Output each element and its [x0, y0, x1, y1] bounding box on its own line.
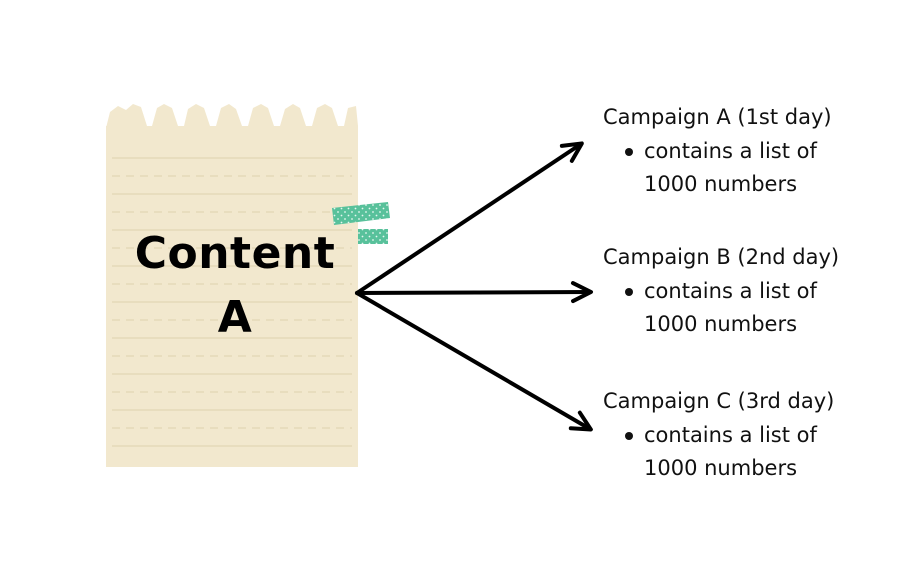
note-title-line-2: A: [217, 292, 253, 343]
note-title-line-1: Content: [134, 228, 336, 279]
campaign-c-title: Campaign C (3rd day): [603, 389, 835, 413]
campaign-c-detail: contains a list of 1000 numbers: [625, 419, 844, 485]
campaign-c-list: contains a list of 1000 numbers: [603, 419, 893, 485]
washi-tape: [332, 202, 390, 244]
arrow-to-campaign-b: [355, 281, 593, 304]
notepad-ruled-lines: [112, 157, 352, 447]
arrows: [355, 141, 593, 432]
campaign-b-title: Campaign B (2nd day): [603, 245, 840, 269]
campaign-c-block: Campaign C (3rd day) contains a list of …: [603, 386, 893, 485]
arrow-to-campaign-c: [355, 291, 593, 432]
campaign-a-detail: contains a list of 1000 numbers: [625, 135, 844, 201]
campaign-b-list: contains a list of 1000 numbers: [603, 275, 893, 341]
note-title: Content A: [106, 222, 364, 350]
campaign-a-block: Campaign A (1st day) contains a list of …: [603, 102, 893, 201]
notepad-torn-edge: [106, 104, 358, 128]
campaign-b-detail: contains a list of 1000 numbers: [625, 275, 844, 341]
notepad: [106, 104, 358, 467]
campaign-b-block: Campaign B (2nd day) contains a list of …: [603, 242, 893, 341]
campaign-a-title: Campaign A (1st day): [603, 105, 832, 129]
arrow-to-campaign-a: [355, 141, 584, 295]
campaign-a-list: contains a list of 1000 numbers: [603, 135, 893, 201]
